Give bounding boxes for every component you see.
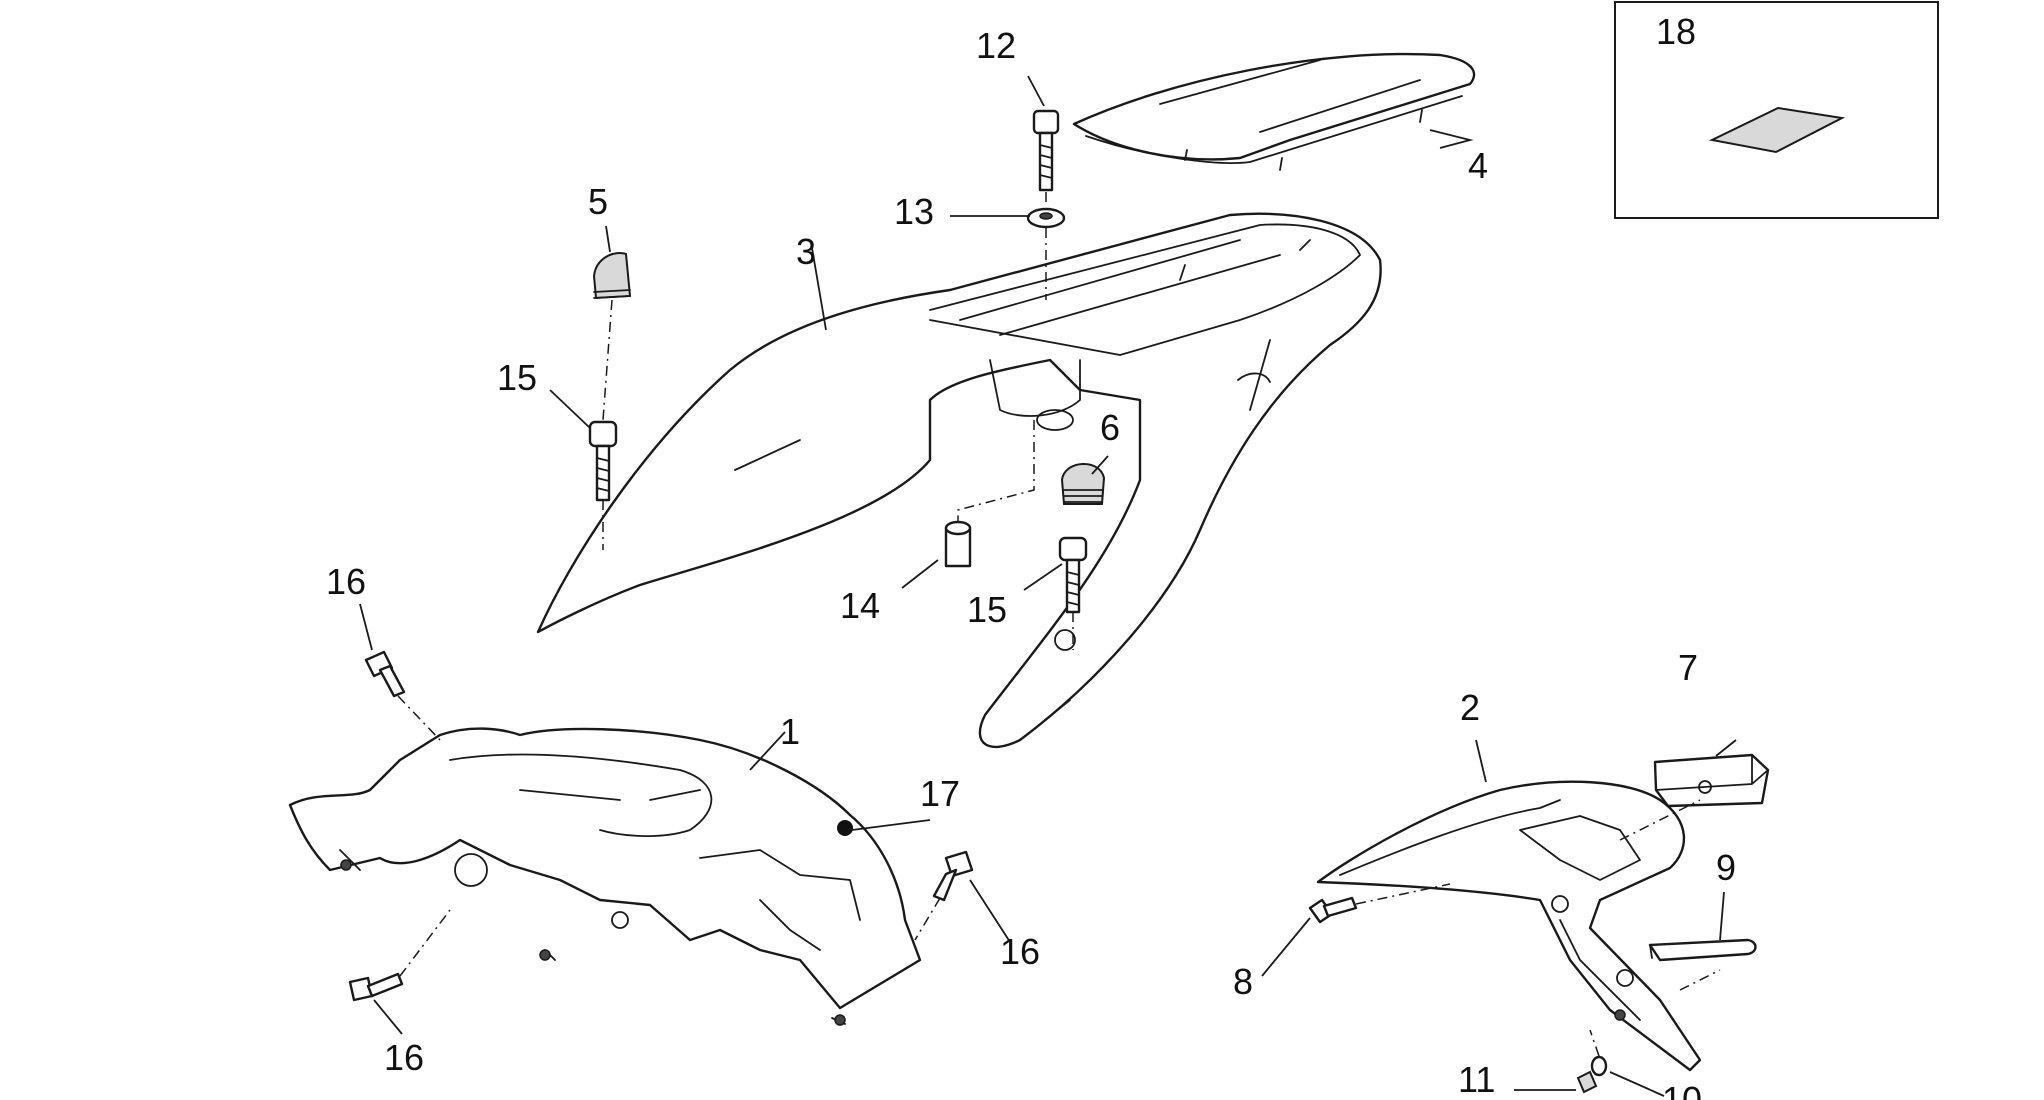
part-8-screw bbox=[1308, 896, 1358, 924]
assembly-axes bbox=[397, 192, 1721, 1057]
callout-6: 6 bbox=[1100, 407, 1120, 448]
part-14-spacer bbox=[944, 520, 972, 568]
callout-14: 14 bbox=[840, 585, 880, 626]
part-3-rear-rack bbox=[536, 212, 1382, 749]
part-16-screw-bottom bbox=[348, 972, 404, 1002]
callout-3: 3 bbox=[796, 231, 816, 272]
callout-7: 7 bbox=[1678, 647, 1698, 688]
part-12-bolt bbox=[1032, 109, 1060, 192]
callout-17: 17 bbox=[920, 773, 960, 814]
callout-16-bottom: 16 bbox=[384, 1037, 424, 1078]
part-2-rear-mudguard bbox=[1316, 780, 1702, 1072]
callout-5: 5 bbox=[588, 181, 608, 222]
callout-10: 10 bbox=[1662, 1079, 1702, 1100]
part-1-side-panel bbox=[288, 727, 922, 1026]
part-15-bolt-right bbox=[1058, 536, 1088, 614]
callout-9: 9 bbox=[1716, 847, 1736, 888]
callout-2: 2 bbox=[1460, 687, 1480, 728]
part-11-nut bbox=[1576, 1070, 1598, 1094]
callout-4: 4 bbox=[1468, 145, 1488, 186]
callout-8: 8 bbox=[1233, 961, 1253, 1002]
part-9-bracket bbox=[1648, 938, 1757, 962]
callout-15-left: 15 bbox=[497, 357, 537, 398]
callout-11: 11 bbox=[1458, 1059, 1495, 1100]
part-16-screw-top bbox=[364, 650, 406, 698]
leader-lines bbox=[359, 75, 1737, 1097]
callout-16-right: 16 bbox=[1000, 931, 1040, 972]
part-7-reflector bbox=[1653, 753, 1770, 808]
callout-15-right: 15 bbox=[967, 589, 1007, 630]
callout-1: 1 bbox=[780, 711, 800, 752]
part-16-screw-right bbox=[932, 850, 974, 902]
part-13-washer bbox=[1026, 207, 1066, 229]
part-18-kit-box bbox=[1614, 1, 1939, 219]
part-6-rubber-cap bbox=[1060, 463, 1106, 505]
callouts: 1 2 3 4 5 6 7 8 9 10 11 12 13 14 15 15 1… bbox=[326, 11, 1736, 1100]
callout-16-top: 16 bbox=[326, 561, 366, 602]
callout-13: 13 bbox=[894, 191, 934, 232]
part-10-washer bbox=[1590, 1055, 1608, 1077]
part-17-marker bbox=[837, 820, 853, 836]
callout-12: 12 bbox=[976, 25, 1016, 66]
part-5-cap bbox=[592, 252, 632, 300]
part-15-bolt-left bbox=[588, 420, 618, 502]
callout-18: 18 bbox=[1656, 11, 1696, 52]
part-4-rack-cover bbox=[1072, 52, 1476, 171]
